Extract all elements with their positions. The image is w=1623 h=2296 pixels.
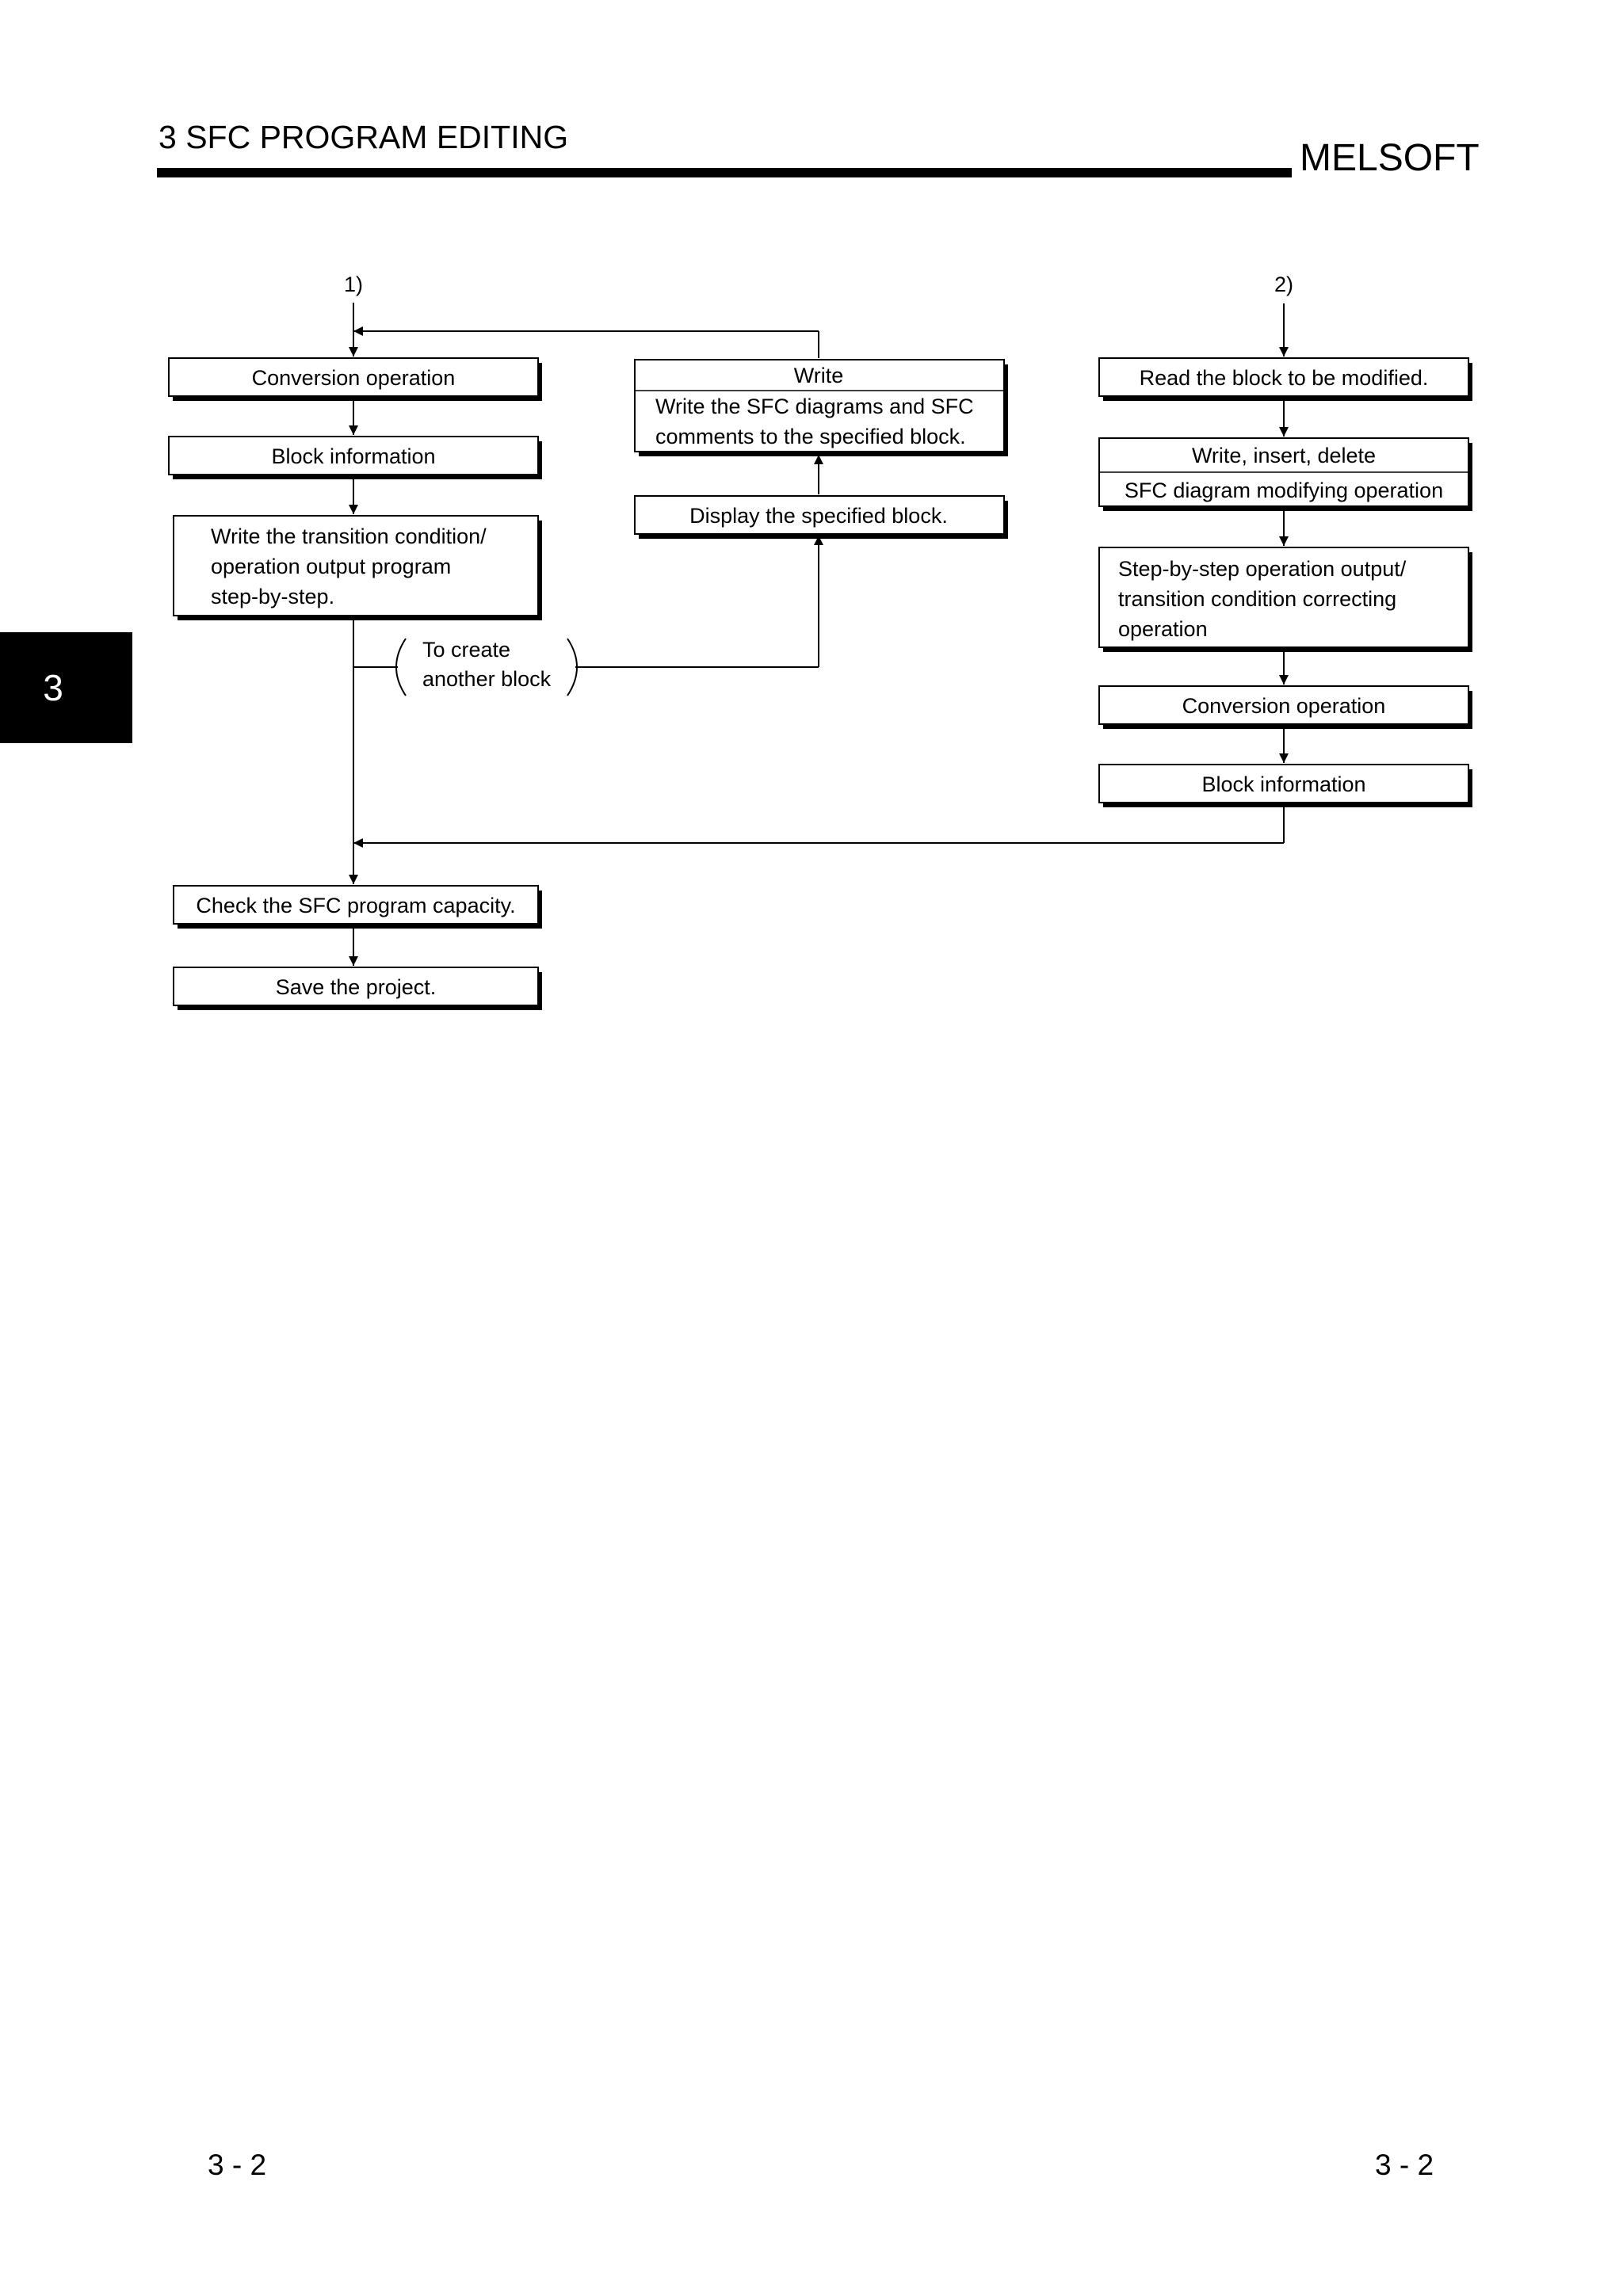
write-transition-line-2: operation output program <box>211 555 451 578</box>
start-label-left: 1) <box>344 273 363 296</box>
box-check-capacity: Check the SFC program capacity. <box>173 885 542 929</box>
page-number-left: 3 - 2 <box>208 2149 267 2181</box>
box-write-transition: Write the transition condition/ operatio… <box>173 515 542 620</box>
display-specified-block-label: Display the specified block. <box>689 504 948 528</box>
save-project-label: Save the project. <box>276 975 437 999</box>
write-body-line-1: Write the SFC diagrams and SFC <box>655 395 974 418</box>
branch-note-line-1: To create <box>422 638 510 662</box>
read-block-label: Read the block to be modified. <box>1140 366 1429 390</box>
chapter-title: 3 SFC PROGRAM EDITING <box>158 119 569 155</box>
box-read-block: Read the block to be modified. <box>1098 357 1472 401</box>
block-information-label: Block information <box>271 444 435 468</box>
right-paren <box>567 638 579 696</box>
box-save-project: Save the project. <box>173 967 542 1010</box>
write-body-line-2: comments to the specified block. <box>655 425 966 448</box>
box-write-insert-delete: Write, insert, delete SFC diagram modify… <box>1098 437 1472 511</box>
chapter-side-tab <box>0 632 132 743</box>
header-rule <box>157 168 1292 177</box>
write-transition-line-1: Write the transition condition/ <box>211 524 487 548</box>
conversion-operation-label: Conversion operation <box>252 366 456 390</box>
page-number-right: 3 - 2 <box>1375 2149 1434 2181</box>
check-capacity-label: Check the SFC program capacity. <box>196 894 515 917</box>
start-label-right: 2) <box>1274 273 1293 296</box>
box-write: Write Write the SFC diagrams and SFC com… <box>634 359 1008 456</box>
branch-note-line-2: another block <box>422 667 552 691</box>
box-block-information: Block information <box>168 436 542 479</box>
left-paren <box>395 638 407 696</box>
box-display-specified-block: Display the specified block. <box>634 495 1008 539</box>
box-step-by-step: Step-by-step operation output/ transitio… <box>1098 547 1472 652</box>
box-conversion-operation-right: Conversion operation <box>1098 685 1472 729</box>
write-transition-line-3: step-by-step. <box>211 585 334 608</box>
chapter-side-tab-label: 3 <box>43 667 63 708</box>
flow-connectors <box>349 303 1289 966</box>
wid-title: Write, insert, delete <box>1192 444 1376 467</box>
step-by-step-line-1: Step-by-step operation output/ <box>1118 557 1407 581</box>
box-conversion-operation: Conversion operation <box>168 357 542 401</box>
box-block-information-right: Block information <box>1098 764 1472 807</box>
step-by-step-line-2: transition condition correcting <box>1118 587 1396 611</box>
brand-logo-text: MELSOFT <box>1300 137 1480 179</box>
block-information-right-label: Block information <box>1201 772 1365 796</box>
conversion-operation-right-label: Conversion operation <box>1182 694 1386 718</box>
write-title: Write <box>794 364 844 387</box>
wid-body: SFC diagram modifying operation <box>1125 479 1443 502</box>
step-by-step-line-3: operation <box>1118 617 1208 641</box>
